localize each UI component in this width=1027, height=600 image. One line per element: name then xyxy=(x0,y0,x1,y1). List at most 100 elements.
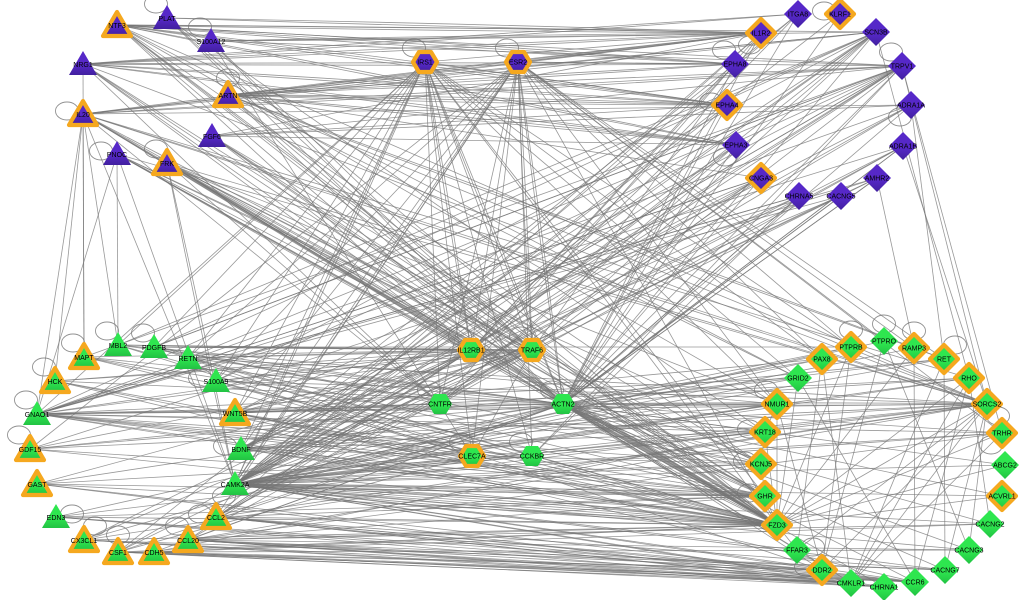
node-KRT18[interactable]: KRT18 xyxy=(748,415,782,449)
node-shape-RET[interactable] xyxy=(927,342,961,376)
node-shape-CLEC7A[interactable] xyxy=(457,443,487,469)
node-shape-PNOC[interactable] xyxy=(103,141,131,165)
node-GHR[interactable]: GHR xyxy=(748,479,782,513)
node-MAPT[interactable]: MAPT xyxy=(67,341,101,371)
node-PDGFB[interactable]: PDGFB xyxy=(140,334,168,358)
node-IL20[interactable]: IL20 xyxy=(66,98,100,128)
node-shape-FFAR3[interactable] xyxy=(783,536,811,564)
node-shape-FZD3[interactable] xyxy=(760,508,794,542)
node-PAX8[interactable]: PAX8 xyxy=(805,342,839,376)
node-ESR2[interactable]: ESR2 xyxy=(503,49,533,75)
node-MBL2[interactable]: MBL2 xyxy=(104,332,132,356)
node-shape-ACVRL1[interactable] xyxy=(985,479,1019,513)
node-shape-PTPRB[interactable] xyxy=(834,330,868,364)
node-shape-CX3CL1[interactable] xyxy=(67,524,101,554)
node-shape-ARTN[interactable] xyxy=(211,79,245,109)
node-shape-CAMK2A[interactable] xyxy=(221,471,249,495)
node-GRID2[interactable]: GRID2 xyxy=(784,364,812,392)
node-shape-IL20[interactable] xyxy=(66,98,100,128)
node-shape-TRPV1[interactable] xyxy=(888,52,916,80)
node-shape-SCN3B[interactable] xyxy=(862,18,890,46)
node-ARTN[interactable]: ARTN xyxy=(211,79,245,109)
node-TRPV1[interactable]: TRPV1 xyxy=(888,52,916,80)
node-shape-CACNG5[interactable] xyxy=(827,182,855,210)
node-ADRA1A[interactable]: ADRA1A xyxy=(897,91,925,119)
node-RETN[interactable]: RETN xyxy=(174,345,202,369)
node-shape-CNTFR[interactable] xyxy=(428,394,452,414)
node-CAMK2A[interactable]: CAMK2A xyxy=(221,471,250,495)
node-TRHR[interactable]: TRHR xyxy=(985,416,1019,450)
node-shape-GAST[interactable] xyxy=(20,468,54,498)
node-PNOC[interactable]: PNOC xyxy=(103,141,131,165)
node-shape-CCL20[interactable] xyxy=(171,524,205,554)
node-EDN3[interactable]: EDN3 xyxy=(42,504,70,528)
node-PLAT[interactable]: PLAT xyxy=(153,5,181,29)
node-CCL2[interactable]: CCL2 xyxy=(199,501,233,531)
node-shape-RETN[interactable] xyxy=(174,345,202,369)
node-FGF6[interactable]: FGF6 xyxy=(198,123,226,147)
node-shape-NRG1[interactable] xyxy=(69,51,97,75)
node-shape-AMHR2[interactable] xyxy=(863,164,891,192)
node-CCL20[interactable]: CCL20 xyxy=(171,524,205,554)
node-CACNG5[interactable]: CACNG5 xyxy=(826,182,856,210)
node-shape-ESR2[interactable] xyxy=(503,49,533,75)
node-shape-FGF6[interactable] xyxy=(198,123,226,147)
node-WNT5B[interactable]: WNT5B xyxy=(218,397,252,427)
node-shape-CHRNA5[interactable] xyxy=(785,182,813,210)
node-HCK[interactable]: HCK xyxy=(38,365,72,395)
node-CLEC7A[interactable]: CLEC7A xyxy=(457,443,487,469)
node-shape-ACTN2[interactable] xyxy=(551,394,575,414)
node-IRS1[interactable]: IRS1 xyxy=(410,49,440,75)
node-shape-CNGA3[interactable] xyxy=(744,161,778,195)
node-shape-PDGFB[interactable] xyxy=(140,334,168,358)
node-shape-CCKBR[interactable] xyxy=(520,446,544,466)
node-CCR6[interactable]: CCR6 xyxy=(901,568,929,596)
node-RHO[interactable]: RHO xyxy=(952,361,986,395)
node-KLRF1[interactable]: KLRF1 xyxy=(823,0,857,31)
node-shape-GDF15[interactable] xyxy=(13,433,47,463)
node-shape-NMUR1[interactable] xyxy=(760,387,794,421)
node-shape-IL12RB1[interactable] xyxy=(456,337,486,363)
node-shape-BDNF[interactable] xyxy=(227,436,255,460)
node-SORCS2[interactable]: SORCS2 xyxy=(970,387,1004,421)
node-FFAR3[interactable]: FFAR3 xyxy=(783,536,811,564)
node-CSF1[interactable]: CSF1 xyxy=(101,536,135,566)
node-ITGA8[interactable]: ITGA8 xyxy=(784,0,812,28)
node-PTPRO[interactable]: PTPRO xyxy=(870,327,898,355)
node-shape-KCNJ5[interactable] xyxy=(744,447,778,481)
node-shape-DDR2[interactable] xyxy=(805,553,839,587)
node-NTF3[interactable]: NTF3 xyxy=(100,9,134,39)
node-EPHA8[interactable]: EPHA8 xyxy=(721,50,749,78)
node-shape-ABCG2[interactable] xyxy=(991,451,1019,479)
node-NMUR1[interactable]: NMUR1 xyxy=(760,387,794,421)
node-shape-TRAF6[interactable] xyxy=(517,337,547,363)
node-shape-IRS1[interactable] xyxy=(410,49,440,75)
node-BDNF[interactable]: BDNF xyxy=(227,436,255,460)
node-FZD3[interactable]: FZD3 xyxy=(760,508,794,542)
node-shape-CACNG3[interactable] xyxy=(955,536,983,564)
node-shape-GHR[interactable] xyxy=(748,479,782,513)
node-shape-HCK[interactable] xyxy=(38,365,72,395)
node-CCKBR[interactable]: CCKBR xyxy=(520,446,545,466)
node-shape-NTF3[interactable] xyxy=(100,9,134,39)
node-S100A12[interactable]: S100A12 xyxy=(197,28,226,52)
node-CACNG3[interactable]: CACNG3 xyxy=(954,536,984,564)
node-GNAO1[interactable]: GNAO1 xyxy=(23,401,51,425)
node-CDH5[interactable]: CDH5 xyxy=(137,536,171,566)
node-shape-PTPRO[interactable] xyxy=(870,327,898,355)
node-shape-CMKLR1[interactable] xyxy=(837,569,865,597)
node-shape-TRHR[interactable] xyxy=(985,416,1019,450)
node-CX3CL1[interactable]: CX3CL1 xyxy=(67,524,101,554)
node-shape-ITGA8[interactable] xyxy=(784,0,812,28)
node-shape-S100A9[interactable] xyxy=(202,368,230,392)
node-GAST[interactable]: GAST xyxy=(20,468,54,498)
node-CNGA3[interactable]: CNGA3 xyxy=(744,161,778,195)
node-shape-CCL2[interactable] xyxy=(199,501,233,531)
node-shape-ADRA1B[interactable] xyxy=(889,132,917,160)
node-shape-IL1R2[interactable] xyxy=(744,16,778,50)
node-shape-MBL2[interactable] xyxy=(104,332,132,356)
node-shape-RAMP3[interactable] xyxy=(897,331,931,365)
node-shape-EDN3[interactable] xyxy=(42,504,70,528)
node-EPHA4[interactable]: EPHA4 xyxy=(710,88,744,122)
node-ABCG2[interactable]: ABCG2 xyxy=(991,451,1019,479)
